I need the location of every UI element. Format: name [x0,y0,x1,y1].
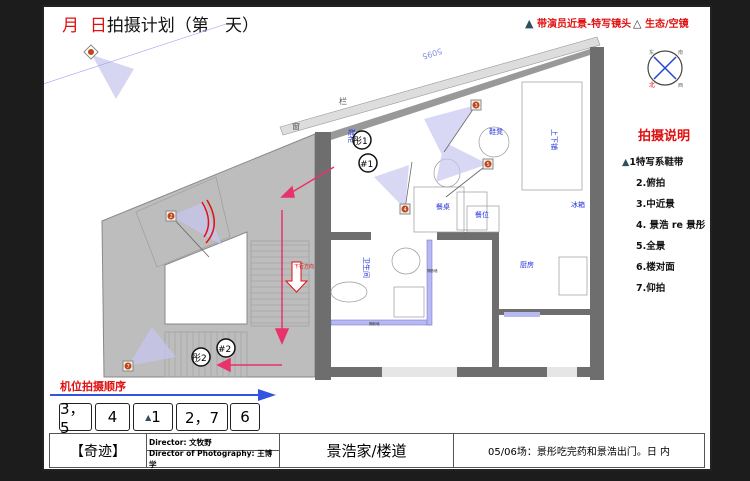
shoe-stool-label: 鞋凳 [489,127,503,136]
partition-wall [426,239,433,326]
seat-label: 餐位 [475,210,489,219]
window-label: 窗 [292,121,300,131]
partition-wall [330,319,432,326]
compass-mark: 西 [678,83,683,89]
outline-triangle-icon: △ [633,17,642,30]
note-item: 2.俯拍 [636,178,666,189]
legend-empty-shot-label: 生态/空镜 [644,19,689,30]
note-text: 1特写系鞋带 [629,157,684,168]
down-direction-label: 下行方向 [294,263,314,270]
camera-dot [472,101,480,109]
shooting-notes: 拍摄说明 ▲1特写系鞋带 2.俯拍 3.中近景 4. 景浩 re 景彤 5.全景… [622,125,712,301]
camera-marker[interactable]: 7 [122,360,134,372]
sequence-text: 1 [151,408,161,426]
camera-dot [167,212,175,220]
day-label: 日 [89,16,107,36]
order-arrow-head [258,389,276,401]
actor-marker-hao2 [216,338,236,358]
camera-view-cones [128,105,488,366]
railing-label: 栏 [339,96,347,106]
filled-triangle-icon: ▲ [145,412,152,422]
legend-actor-shot-label: 带演员近景-特写镜头 [536,19,632,30]
note-item: 6.楼对面 [636,262,675,273]
filled-triangle-icon: ▲ [525,17,534,30]
partition-label: 隔断墙 [369,321,380,326]
actor-marker-tong2 [191,347,211,367]
camera-marker[interactable]: 2 [165,210,177,222]
location-label: 景浩家/楼道 [280,434,454,467]
title-block: 【奇迹】 Director: 文牧野 Director of Photograp… [49,433,705,469]
dop-label: Director of Photography: 王博学 [149,449,273,469]
top-wall [331,49,590,140]
bunk-bed-label: 上下铺 [550,129,559,150]
note-item: 3.中近景 [636,199,675,210]
month-label: 月 [62,16,79,36]
legend-empty-shot: △ 生态/空镜 [633,15,689,30]
camera-marker[interactable]: 3 [470,99,482,111]
director-label: Director: 文牧野 [147,434,279,451]
camera-number: 3 [475,103,478,109]
note-item: 5.全景 [636,241,666,252]
railing [279,36,601,136]
legend-actor-shot: ▲ 带演员近景-特写镜头 [525,15,631,30]
notes-heading: 拍摄说明 [638,129,691,144]
actor-marker-label: #2 [218,345,231,355]
window-bottom [382,367,457,377]
movement-arrows [216,166,335,373]
dining-table-label: 餐桌 [436,202,450,211]
storyboard-sheet: 月 日拍摄计划（第 天） ▲ 带演员近景-特写镜头 △ 生态/空镜 东 南 西 … [42,5,712,471]
camera-dot [484,160,492,168]
actor-marker-tong1 [352,130,372,150]
sequence-box: 4 [95,403,130,431]
camera-number: 7 [127,364,130,370]
camera-dot [401,205,409,213]
note-item: 7.仰拍 [636,283,666,294]
down-direction-arrow [284,261,309,293]
bathroom-label: 卫生间 [362,257,371,278]
sequence-box: 2，7 [176,403,228,431]
camera-move-arc [201,201,210,238]
camera-marker[interactable]: 4 [399,203,411,215]
project-title: 【奇迹】 [50,434,147,467]
camera-move-arc [205,199,215,244]
camera-number: 2 [170,214,173,220]
floor-plan: 东 南 西 北 5095 栏 窗 [44,23,683,401]
camera-view-icon [83,44,134,99]
sequence-box: 6 [230,403,260,431]
partition-wall [504,312,540,317]
window-bottom [547,367,577,377]
compass-mark: 南 [678,49,683,56]
compass-icon [647,50,683,86]
title-text: 拍摄计划（第 [106,16,209,36]
actor-marker-label: 彤2 [192,353,207,364]
sequence-box: 3，5 [59,400,92,437]
camera-sight-lines [170,104,489,258]
actor-marker-label: #1 [360,160,373,170]
shoe-cabinet-label: 鞋柜 [347,129,356,143]
camera-number: 5 [487,162,490,168]
camera-dot [124,362,132,370]
kitchen-label: 厨房 [520,260,534,269]
camera-number: 4 [404,207,407,213]
fridge-label: 冰箱 [571,200,585,209]
title-suffix: 天） [225,16,260,36]
walls [315,47,604,380]
order-label: 机位拍摄顺序 [60,380,126,393]
actor-marker-label: 彤1 [353,136,368,147]
dimension-label: 5095 [421,46,443,61]
filled-triangle-icon: ▲ [622,157,630,168]
partition-label: 隔断墙 [427,268,438,273]
compass-mark: 北 [649,81,655,89]
sequence-box: ▲1 [133,403,173,431]
dimension-line [44,23,227,85]
note-item: ▲1特写系鞋带 [622,154,712,175]
camera-marker[interactable]: 5 [482,158,494,170]
page-title: 月 日拍摄计划（第 天） [62,11,259,36]
actor-marker-hao1 [358,153,378,173]
note-item: 4. 景浩 re 景彤 [636,220,706,231]
compass-mark: 东 [649,49,654,56]
scene-label: 05/06场：景彤吃完药和景浩出门。日 内 [488,447,670,458]
